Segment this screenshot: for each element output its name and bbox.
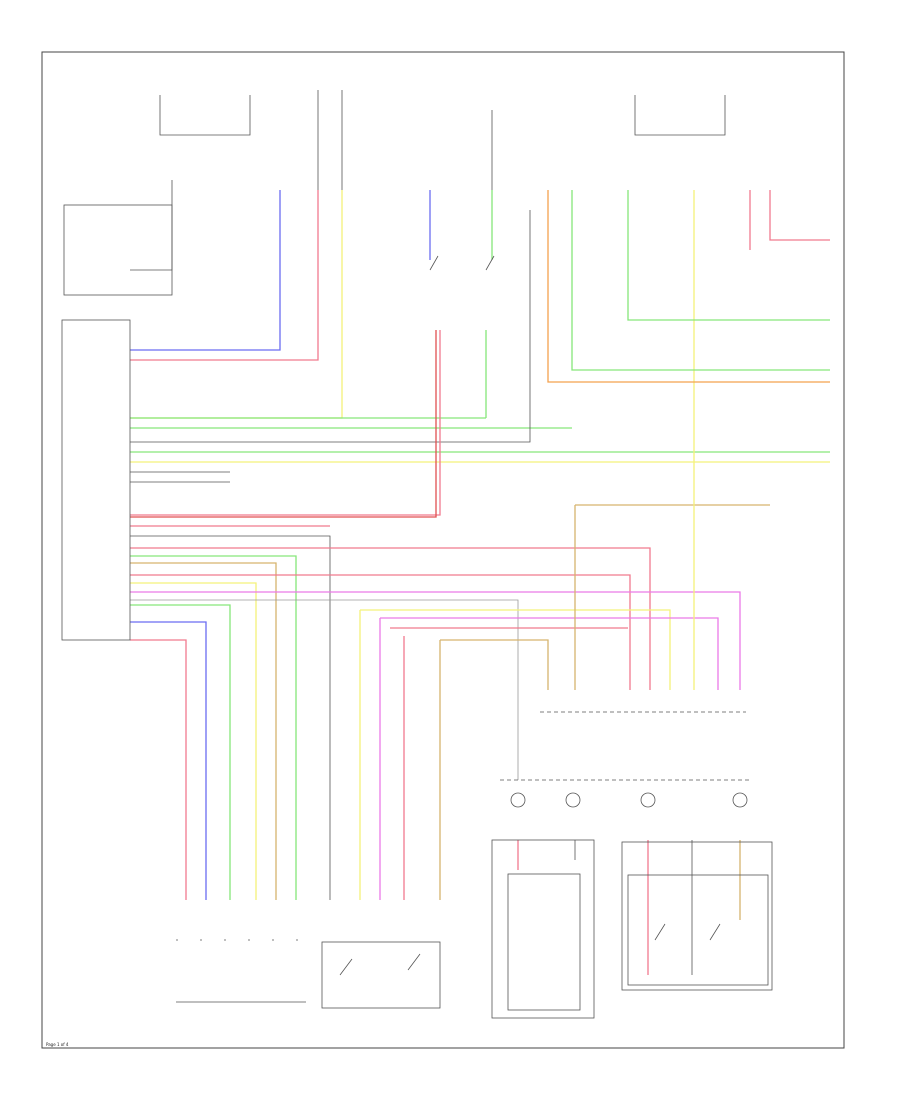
pink-wire: [130, 574, 631, 690]
relay-box-left: [159, 95, 251, 136]
tan-wire: [439, 639, 549, 900]
pink-wire: [769, 190, 830, 241]
switch-glyph: [429, 255, 495, 271]
green-wire: [571, 190, 830, 371]
ground-circle: [510, 792, 526, 808]
diagram-frame: [41, 51, 845, 1049]
magenta-wire: [380, 617, 719, 690]
red-wire: [130, 330, 437, 518]
page-label: Page 1 of 4: [46, 1042, 69, 1047]
magenta-wire: [130, 591, 741, 690]
tan-wire: [130, 562, 277, 900]
black-wire: [130, 535, 331, 900]
connector-box: [63, 204, 173, 296]
switch-glyph: [339, 953, 421, 976]
overdrive-inner: [627, 874, 769, 986]
pink-wire: [130, 330, 441, 516]
relay-box-right: [634, 95, 726, 136]
transmission-switch-box: [321, 941, 441, 1009]
switch-glyph: [654, 923, 721, 941]
yellow-wire: [130, 190, 343, 419]
shift-lock-box: [491, 839, 595, 1019]
yellow-wire: [360, 609, 671, 690]
pink-wire: [130, 190, 319, 361]
ground-circle: [565, 792, 581, 808]
orange-wire: [547, 190, 830, 383]
wire-layer: [130, 90, 830, 975]
gray-wire: [130, 599, 519, 780]
green-wire: [130, 604, 231, 900]
blue-wire: [130, 190, 281, 351]
green-wire: [627, 190, 830, 321]
pink-wire: [130, 639, 187, 900]
pink-wire: [130, 547, 651, 690]
component-layer: [61, 95, 773, 1019]
overdrive-switch-box: [621, 841, 773, 991]
engine-control-module: [61, 319, 131, 641]
shift-lock-inner: [507, 873, 581, 1011]
ground-circle: [640, 792, 656, 808]
black-wire: [130, 210, 531, 443]
yellow-wire: [130, 582, 257, 900]
black-wire: [130, 180, 173, 271]
green-wire: [130, 555, 297, 900]
ground-circle: [732, 792, 748, 808]
blue-wire: [130, 621, 207, 900]
